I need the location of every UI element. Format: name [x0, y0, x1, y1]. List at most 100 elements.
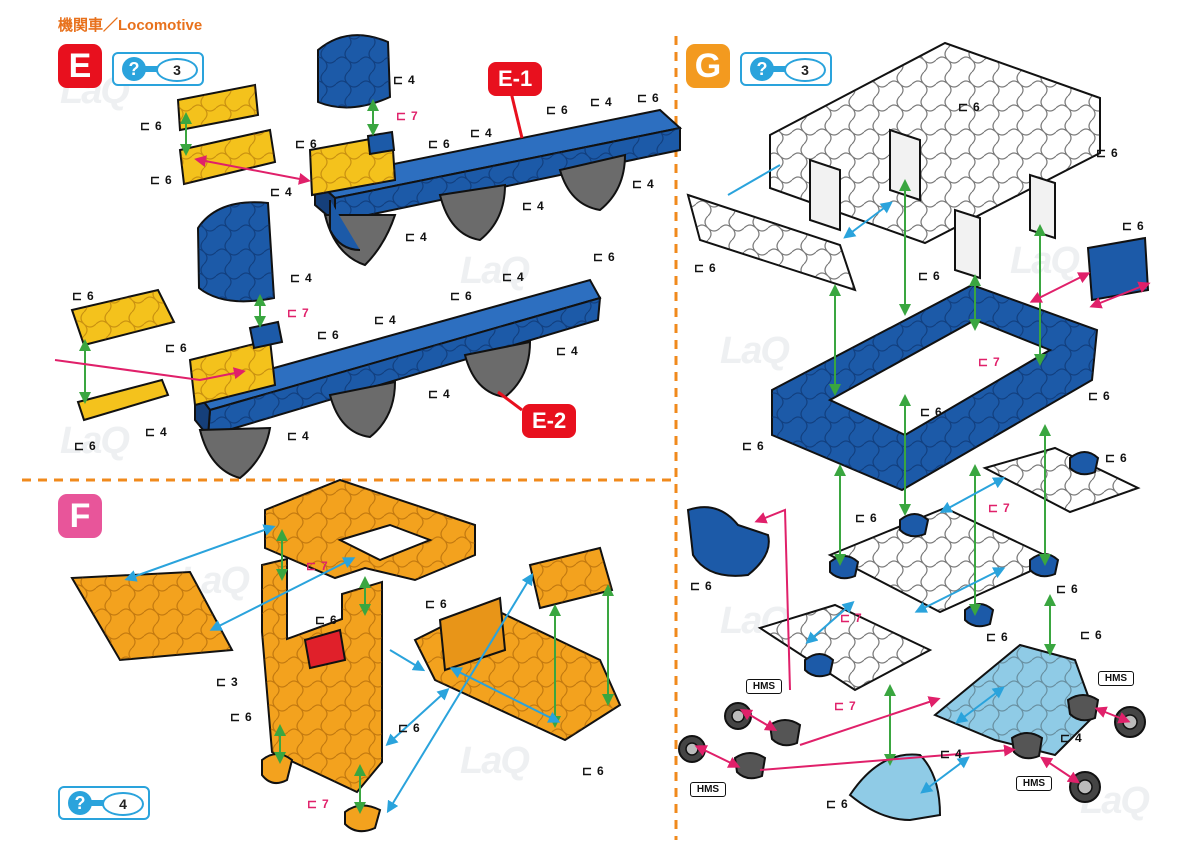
piece-icon: ⊏ [694, 261, 705, 276]
help-hint-f: ? 4 [58, 786, 150, 820]
callout-e2: E-2 [522, 404, 577, 438]
g-chassis-front [848, 753, 942, 822]
piece-icon: ⊏ [637, 91, 648, 106]
section-badge-f: F [58, 494, 102, 538]
piece-icon: ⊏ [317, 328, 328, 343]
f-connector-2 [344, 804, 382, 833]
piece-icon: ⊏ [398, 721, 409, 736]
piece-icon: ⊏ [1056, 582, 1067, 597]
piece-label: ⊏6 [958, 100, 980, 115]
help-hint-e: ? 3 [112, 52, 204, 86]
piece-label: ⊏4 [374, 313, 396, 328]
g-wheel [724, 702, 752, 730]
piece-icon: ⊏ [593, 250, 604, 265]
question-icon: ? [68, 791, 92, 815]
piece-label-red: ⊏7 [978, 355, 1000, 370]
piece-icon: ⊏ [306, 559, 317, 574]
piece-icon: ⊏ [270, 185, 281, 200]
question-icon: ? [750, 57, 774, 81]
piece-icon: ⊏ [632, 177, 643, 192]
page-title: 機関車／Locomotive [58, 17, 203, 34]
piece-label: ⊏6 [694, 261, 716, 276]
watermark: LaQ [460, 250, 530, 292]
piece-label: ⊏4 [405, 230, 427, 245]
piece-icon: ⊏ [546, 103, 557, 118]
piece-icon: ⊏ [958, 100, 969, 115]
piece-icon: ⊏ [396, 109, 407, 124]
piece-icon: ⊏ [988, 501, 999, 516]
e1-rail [308, 108, 683, 267]
piece-icon: ⊏ [140, 119, 151, 134]
piece-label: ⊏4 [556, 344, 578, 359]
piece-label-red: ⊏7 [287, 306, 309, 321]
piece-label: ⊏4 [522, 199, 544, 214]
piece-label: ⊏4 [502, 270, 524, 285]
question-icon: ? [122, 57, 146, 81]
piece-icon: ⊏ [405, 230, 416, 245]
g-blue-small-right [1086, 236, 1150, 302]
piece-icon: ⊏ [920, 405, 931, 420]
piece-icon: ⊏ [307, 797, 318, 812]
piece-label: ⊏6 [317, 328, 339, 343]
piece-icon: ⊏ [230, 710, 241, 725]
help-count: 3 [784, 58, 826, 82]
piece-label: ⊏6 [398, 721, 420, 736]
piece-label: ⊏6 [230, 710, 252, 725]
g-blue-small-left [686, 506, 770, 577]
e2-rail [188, 278, 602, 480]
piece-icon: ⊏ [556, 344, 567, 359]
piece-label: ⊏6 [1105, 451, 1127, 466]
piece-label-red: ⊏7 [840, 611, 862, 626]
piece-icon: ⊏ [425, 597, 436, 612]
piece-label-red: ⊏7 [306, 559, 328, 574]
piece-icon: ⊏ [1080, 628, 1091, 643]
piece-icon: ⊏ [826, 797, 837, 812]
piece-label: ⊏6 [582, 764, 604, 779]
f-connector-1 [261, 753, 294, 785]
piece-icon: ⊏ [145, 425, 156, 440]
help-count: 4 [102, 792, 144, 816]
hms-tag: HMS [690, 782, 726, 797]
piece-icon: ⊏ [590, 95, 601, 110]
piece-icon: ⊏ [978, 355, 989, 370]
piece-label: ⊏6 [74, 439, 96, 454]
g-wheel [1069, 771, 1101, 803]
piece-icon: ⊏ [1060, 731, 1071, 746]
piece-label: ⊏6 [593, 250, 615, 265]
piece-label: ⊏6 [140, 119, 162, 134]
piece-icon: ⊏ [522, 199, 533, 214]
watermark: LaQ [60, 420, 130, 462]
section-badge-e: E [58, 44, 102, 88]
piece-icon: ⊏ [374, 313, 385, 328]
piece-icon: ⊏ [450, 289, 461, 304]
piece-icon: ⊏ [1096, 146, 1107, 161]
piece-label-red: ⊏7 [396, 109, 418, 124]
piece-label: ⊏6 [165, 341, 187, 356]
piece-icon: ⊏ [1122, 219, 1133, 234]
piece-icon: ⊏ [1105, 451, 1116, 466]
piece-icon: ⊏ [940, 747, 951, 762]
piece-label-red: ⊏7 [988, 501, 1010, 516]
piece-icon: ⊏ [287, 306, 298, 321]
section-badge-g: G [686, 44, 730, 88]
piece-label: ⊏4 [393, 73, 415, 88]
piece-icon: ⊏ [470, 126, 481, 141]
hms-tag: HMS [1016, 776, 1052, 791]
piece-label: ⊏6 [1056, 582, 1078, 597]
piece-icon: ⊏ [742, 439, 753, 454]
piece-label: ⊏4 [940, 747, 962, 762]
piece-icon: ⊏ [428, 387, 439, 402]
piece-icon: ⊏ [216, 675, 227, 690]
piece-label: ⊏4 [632, 177, 654, 192]
e-yellow-piece-4 [76, 378, 170, 422]
piece-icon: ⊏ [690, 579, 701, 594]
piece-icon: ⊏ [918, 269, 929, 284]
piece-label-red: ⊏7 [834, 699, 856, 714]
hms-tag: HMS [746, 679, 782, 694]
piece-icon: ⊏ [315, 613, 326, 628]
piece-label: ⊏6 [315, 613, 337, 628]
piece-icon: ⊏ [855, 511, 866, 526]
piece-label: ⊏6 [826, 797, 848, 812]
